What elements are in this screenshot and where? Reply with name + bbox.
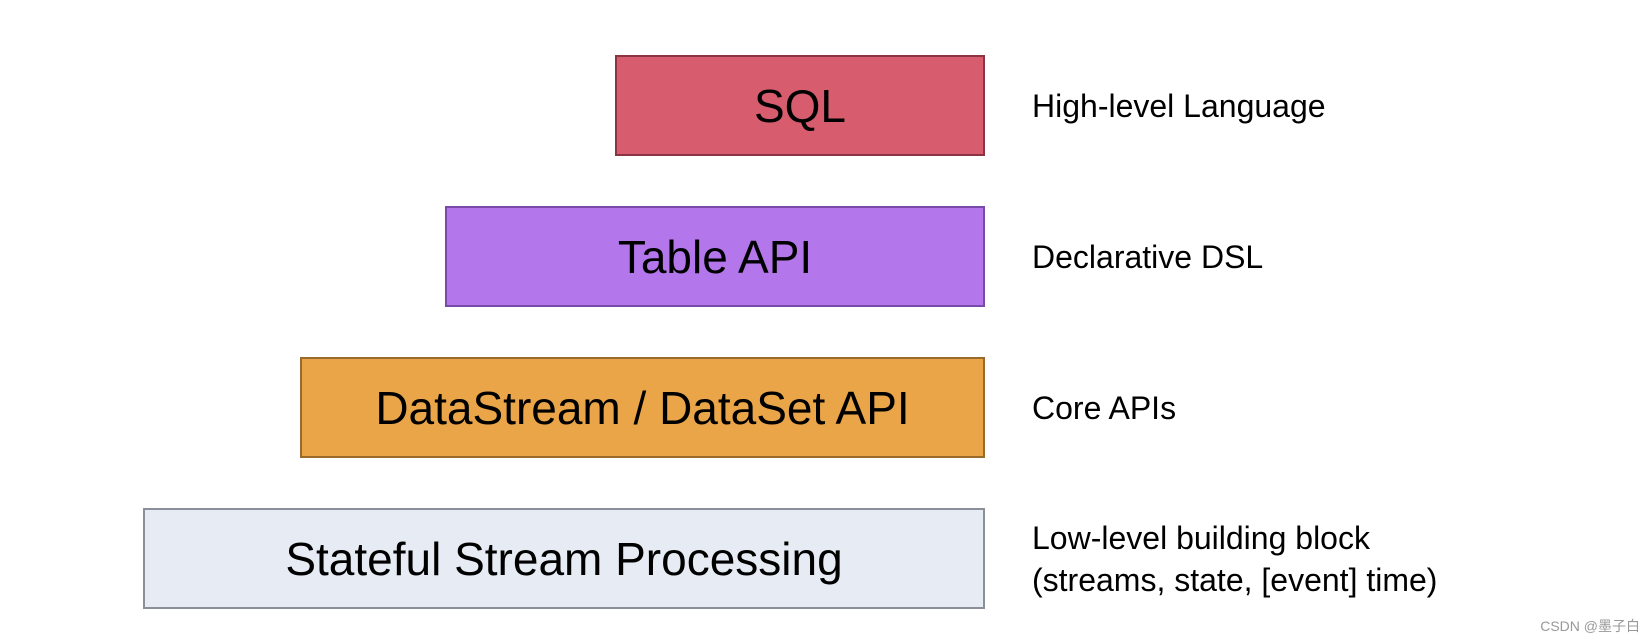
layer-table-api-description: Declarative DSL bbox=[1032, 236, 1263, 278]
watermark: CSDN @墨子白 bbox=[1540, 618, 1640, 634]
layer-sql-box: SQL bbox=[615, 55, 985, 156]
layer-table-api-label: Table API bbox=[617, 230, 813, 283]
layer-sql-description-line: High-level Language bbox=[1032, 88, 1326, 124]
layer-datastream-description: Core APIs bbox=[1032, 387, 1176, 429]
layer-sql-label: SQL bbox=[753, 79, 847, 132]
layer-stateful-box: Stateful Stream Processing bbox=[143, 508, 985, 609]
layer-table-api-box: Table API bbox=[445, 206, 985, 307]
layer-stateful-description-line-1: Low-level building block bbox=[1032, 520, 1370, 556]
layer-datastream-label: DataStream / DataSet API bbox=[375, 381, 910, 434]
layer-stateful-description: Low-level building block (streams, state… bbox=[1032, 517, 1437, 601]
layer-table-api-description-line: Declarative DSL bbox=[1032, 239, 1264, 275]
layer-stateful-description-line-2: (streams, state, [event] time) bbox=[1032, 562, 1438, 598]
layer-sql-description: High-level Language bbox=[1032, 85, 1326, 127]
layer-datastream-box: DataStream / DataSet API bbox=[300, 357, 985, 458]
layer-stateful-label: Stateful Stream Processing bbox=[285, 532, 843, 585]
layer-datastream-description-line: Core APIs bbox=[1032, 390, 1177, 426]
